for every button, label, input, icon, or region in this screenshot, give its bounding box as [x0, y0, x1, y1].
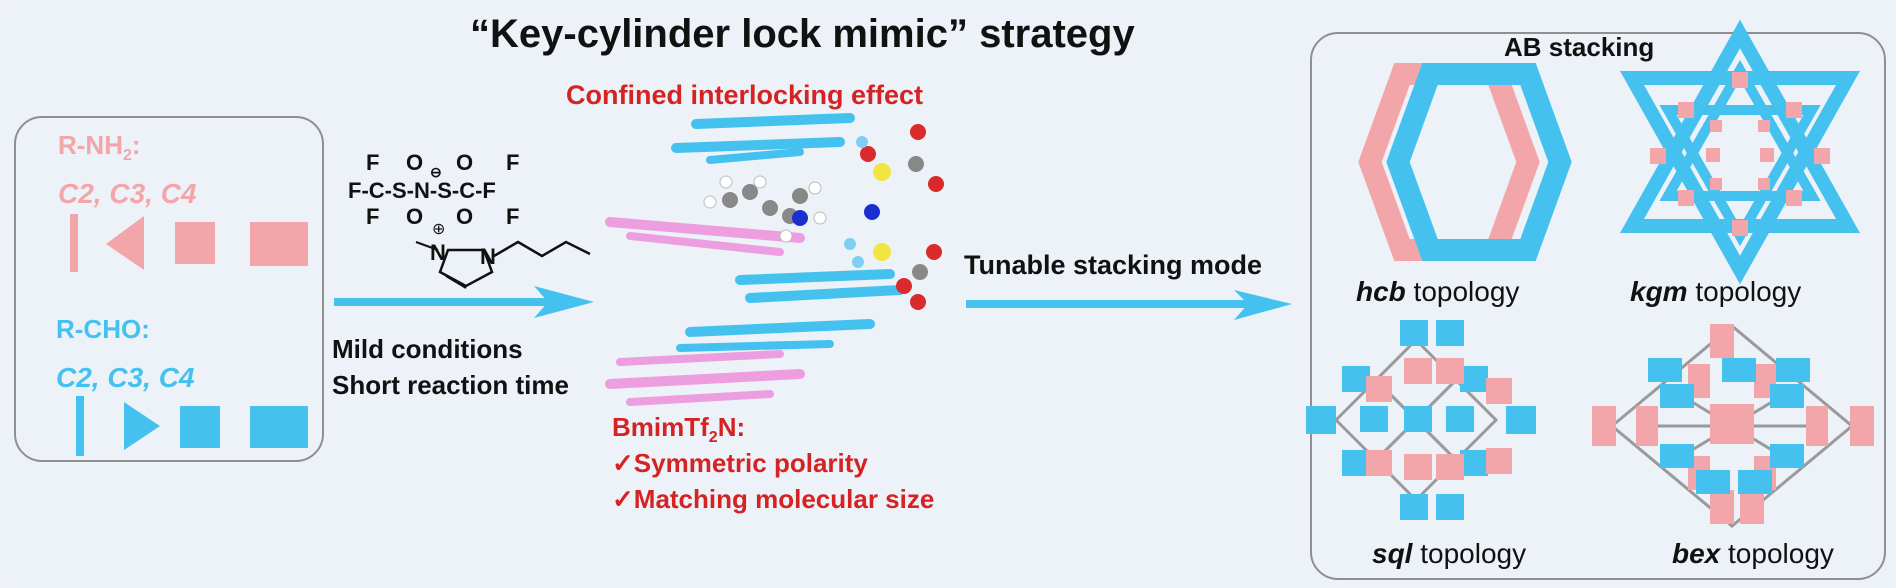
- amine-shapes-label: C2, C3, C4: [58, 178, 197, 209]
- aldehyde-label: R-CHO:: [56, 314, 150, 344]
- svg-text:⊕: ⊕: [432, 221, 445, 238]
- reaction-arrow: [334, 286, 594, 318]
- molecular-model-illustration: [605, 113, 944, 406]
- amine-shape-icons: [70, 214, 308, 272]
- tunable-stacking-label: Tunable stacking mode: [964, 250, 1263, 280]
- feature-matching-size: ✓Matching molecular size: [612, 484, 935, 514]
- hcb-topology-graphic: [1358, 63, 1572, 261]
- kgm-topology-graphic: [1620, 19, 1860, 285]
- stacking-arrow: [966, 290, 1292, 320]
- confined-effect-label: Confined interlocking effect: [566, 80, 924, 110]
- aldehyde-shapes-label: C2, C3, C4: [56, 362, 195, 393]
- kgm-topology-label: kgm topology: [1630, 276, 1802, 307]
- figure-title: “Key-cylinder lock mimic” strategy: [470, 12, 1135, 56]
- building-blocks-panel: [14, 116, 324, 462]
- amine-label: R-NH2:: [58, 130, 141, 165]
- aldehyde-shape-icons: [76, 396, 308, 456]
- ab-stacking-header: AB stacking: [1504, 32, 1655, 62]
- bex-topology-label: bex topology: [1672, 538, 1834, 569]
- sql-topology-graphic: [1306, 320, 1536, 520]
- feature-symmetric-polarity: ✓Symmetric polarity: [612, 448, 868, 478]
- bmim-cation-structure: N N ⊕: [415, 221, 591, 289]
- tf2n-anion-structure: F O O F F-C-S-N-S-C-F ⊖ F O O F: [348, 150, 520, 229]
- svg-text:N: N: [430, 240, 446, 265]
- il-name: BmimTf2N:: [612, 412, 746, 447]
- conditions-line-2: Short reaction time: [332, 370, 569, 400]
- sql-topology-label: sql topology: [1372, 538, 1527, 569]
- hcb-topology-label: hcb topology: [1356, 276, 1520, 307]
- svg-text:N: N: [480, 244, 496, 269]
- conditions-line-1: Mild conditions: [332, 334, 523, 364]
- bex-topology-graphic: [1592, 324, 1874, 528]
